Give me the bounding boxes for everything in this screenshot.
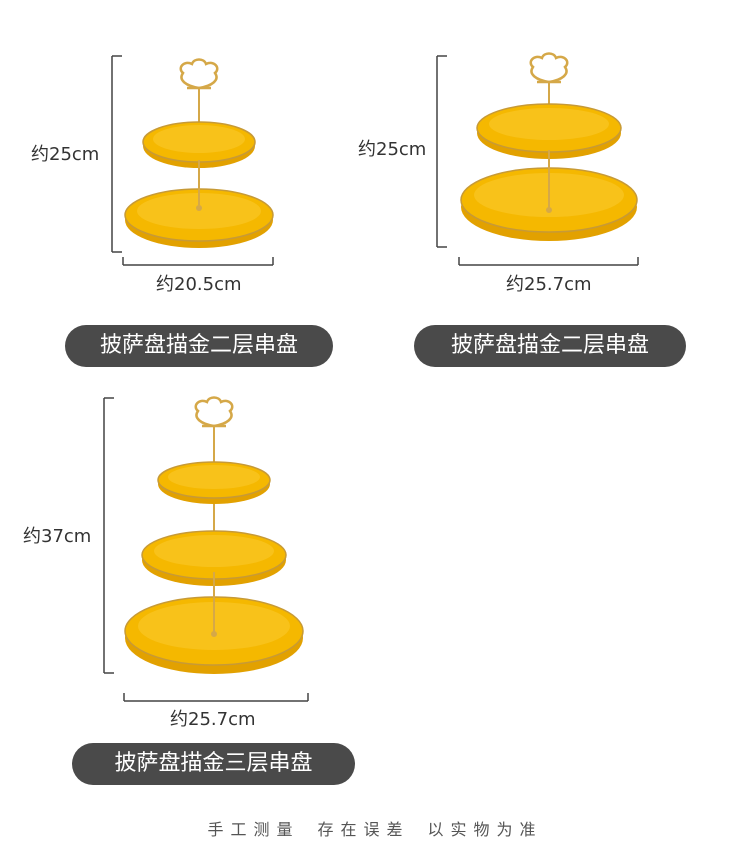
disclaimer-part-2: 存在误差 [317, 820, 410, 839]
product-name-pill: 披萨盘描金二层串盘 [414, 325, 686, 367]
width-label: 约20.5cm [156, 274, 242, 295]
plate-bottom [124, 188, 274, 248]
plate-top [476, 103, 622, 159]
product-two-tier-small: 约25cm 约20.5cm 披萨盘描金二层串盘 [0, 0, 375, 380]
height-label: 约25cm [358, 139, 427, 160]
width-dimension-line [123, 693, 309, 702]
stand-illustration [436, 52, 639, 266]
height-dimension-line [436, 55, 447, 248]
stand-illustration [111, 55, 274, 266]
stand-illustration [103, 396, 309, 702]
gold-handle-icon [179, 58, 219, 90]
gold-handle-icon [529, 52, 569, 84]
gold-handle-icon [194, 396, 234, 428]
disclaimer-part-1: 手工测量 [207, 820, 300, 839]
product-name-pill: 披萨盘描金三层串盘 [72, 743, 355, 785]
height-dimension-line [103, 397, 114, 674]
measurement-disclaimer: 手工测量存在误差以实物为准 [0, 816, 750, 840]
disclaimer-part-3: 以实物为准 [427, 820, 543, 839]
height-dimension-line [111, 55, 122, 253]
height-label: 约25cm [31, 144, 100, 165]
width-dimension-line [122, 257, 274, 266]
plate-top [157, 461, 271, 504]
product-three-tier: 约37cm 约25.7cm 披萨盘描金三层串盘 [0, 380, 375, 800]
product-two-tier-large: 约25cm 约25.7cm 披萨盘描金二层串盘 [358, 0, 750, 380]
width-label: 约25.7cm [170, 709, 256, 730]
plate-middle [141, 530, 287, 586]
height-label: 约37cm [23, 526, 92, 547]
width-dimension-line [458, 257, 639, 266]
product-name-pill: 披萨盘描金二层串盘 [65, 325, 333, 367]
width-label: 约25.7cm [506, 274, 592, 295]
